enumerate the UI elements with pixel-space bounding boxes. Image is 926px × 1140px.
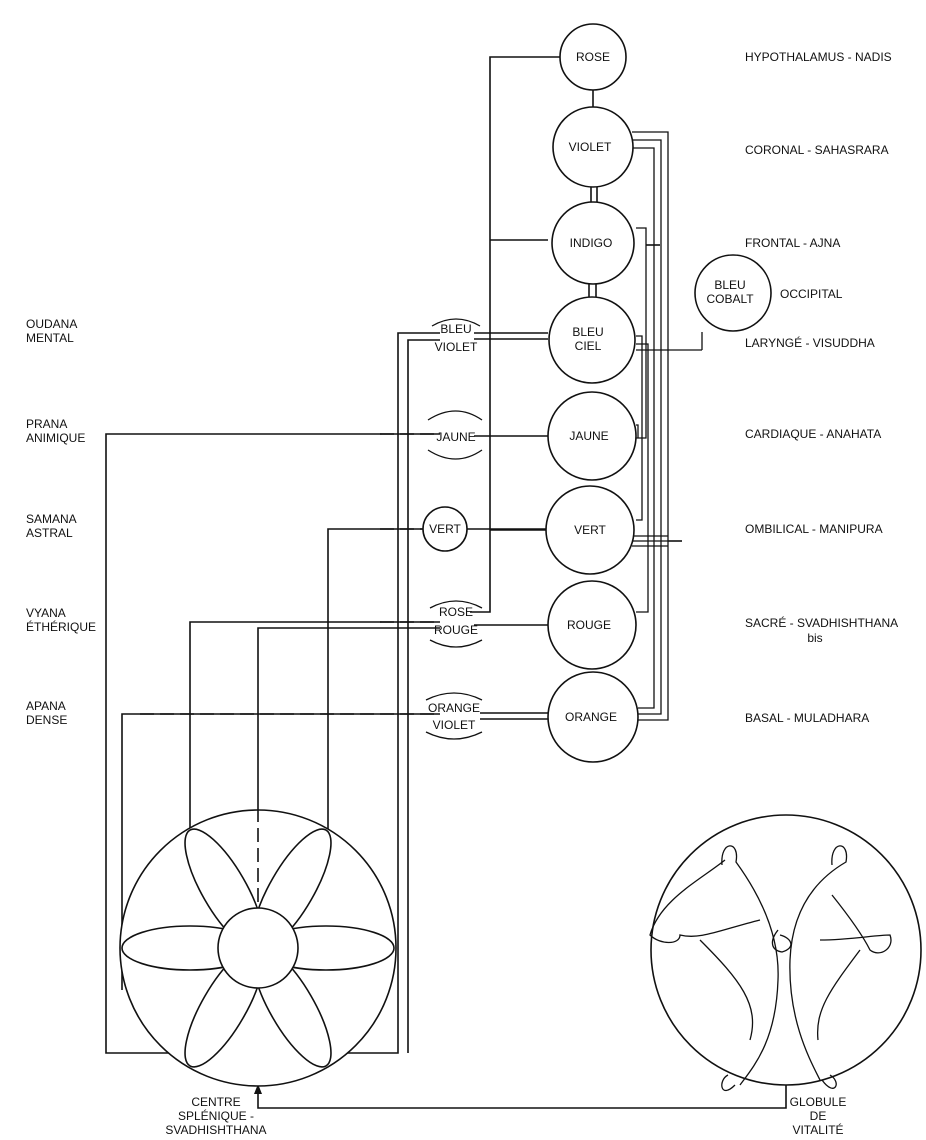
chakra-jaune: JAUNE <box>547 391 637 481</box>
chakra-rose: ROSE <box>559 23 627 91</box>
globule-label-line: DE <box>810 1109 827 1123</box>
chakra-vert: VERT <box>545 485 635 575</box>
occipital-label: BLEU <box>714 278 745 292</box>
chakra-bleu-ciel: BLEU CIEL <box>548 296 636 384</box>
chakra-label: CIEL <box>575 339 602 353</box>
chakra-label: VIOLET <box>569 140 612 154</box>
chakra-label: ROUGE <box>567 618 611 632</box>
occipital-label: COBALT <box>706 292 754 306</box>
prana-label: OUDANA <box>26 317 77 331</box>
chakra-rouge: ROUGE <box>547 580 637 670</box>
spleen-label-line: SVADHISHTHANA <box>165 1123 266 1137</box>
chakra-label: BLEU <box>572 325 603 339</box>
globule-filaments <box>649 845 892 1092</box>
spleen-label-line: SPLÉNIQUE - <box>178 1108 254 1123</box>
chakra-violet: VIOLET <box>552 106 634 188</box>
chakra-orange: ORANGE <box>547 671 639 763</box>
spleen-label: CENTRE SPLÉNIQUE - SVADHISHTHANA <box>165 1095 266 1137</box>
ray-label: JAUNE <box>436 430 475 444</box>
ray-vert: VERT <box>422 506 468 552</box>
prana-names: OUDANA MENTAL PRANA ANIMIQUE SAMANA ASTR… <box>26 317 96 727</box>
ray-jaune: JAUNE <box>427 410 483 460</box>
ray-orange-violet: ORANGE VIOLET <box>425 692 483 740</box>
chakra-label: INDIGO <box>570 236 613 250</box>
chakra-label: ROSE <box>576 50 610 64</box>
ray-label: BLEU <box>440 322 471 336</box>
ray-rose-rouge: ROSE ROUGE <box>429 600 483 648</box>
ray-bleu-violet: BLEU VIOLET <box>431 318 481 354</box>
globule-label-line: GLOBULE <box>790 1095 847 1109</box>
center-name: HYPOTHALAMUS - NADIS <box>745 50 892 64</box>
center-name: SACRÉ - SVADHISHTHANA <box>745 615 898 630</box>
center-name: CARDIAQUE - ANAHATA <box>745 427 881 441</box>
prana-label: ASTRAL <box>26 526 73 540</box>
center-name: LARYNGÉ - VISUDDHA <box>745 335 875 350</box>
occipital-center-label: OCCIPITAL <box>780 287 843 301</box>
chakra-column: ROSE VIOLET INDIGO BLEU CIEL JAUNE VERT … <box>545 23 639 763</box>
chakra-label: VERT <box>574 523 606 537</box>
center-name: bis <box>807 631 822 645</box>
prana-label: PRANA <box>26 417 67 431</box>
ray-label: ROUGE <box>434 623 478 637</box>
ray-label: VIOLET <box>435 340 478 354</box>
ray-label: ORANGE <box>428 701 480 715</box>
prana-label: VYANA <box>26 606 66 620</box>
center-name: OMBILICAL - MANIPURA <box>745 522 883 536</box>
chakra-indigo: INDIGO <box>551 201 635 285</box>
center-name: FRONTAL - AJNA <box>745 236 840 250</box>
prana-label: SAMANA <box>26 512 77 526</box>
spleen-label-line: CENTRE <box>191 1095 240 1109</box>
occipital-chakra: BLEU COBALT OCCIPITAL <box>694 254 843 332</box>
ray-label: ROSE <box>439 605 473 619</box>
prana-label: APANA <box>26 699 66 713</box>
center-name: CORONAL - SAHASRARA <box>745 143 889 157</box>
chakra-label: ORANGE <box>565 710 617 724</box>
vitality-globule <box>649 814 922 1092</box>
center-names: HYPOTHALAMUS - NADIS CORONAL - SAHASRARA… <box>745 50 898 725</box>
chakra-label: JAUNE <box>569 429 608 443</box>
prana-label: MENTAL <box>26 331 74 345</box>
prana-label: DENSE <box>26 713 67 727</box>
ray-labels: BLEU VIOLET JAUNE VERT ROSE ROUGE ORANGE… <box>422 318 483 740</box>
prana-label: ÉTHÉRIQUE <box>26 619 96 634</box>
prana-label: ANIMIQUE <box>26 431 85 445</box>
globule-label: GLOBULE DE VITALITÉ <box>790 1095 847 1137</box>
globule-label-line: VITALITÉ <box>792 1122 843 1137</box>
ray-label: VIOLET <box>433 718 476 732</box>
spleen-center <box>119 808 397 1087</box>
ray-label: VERT <box>429 522 461 536</box>
connector-lines <box>105 56 787 1109</box>
center-name: BASAL - MULADHARA <box>745 711 869 725</box>
